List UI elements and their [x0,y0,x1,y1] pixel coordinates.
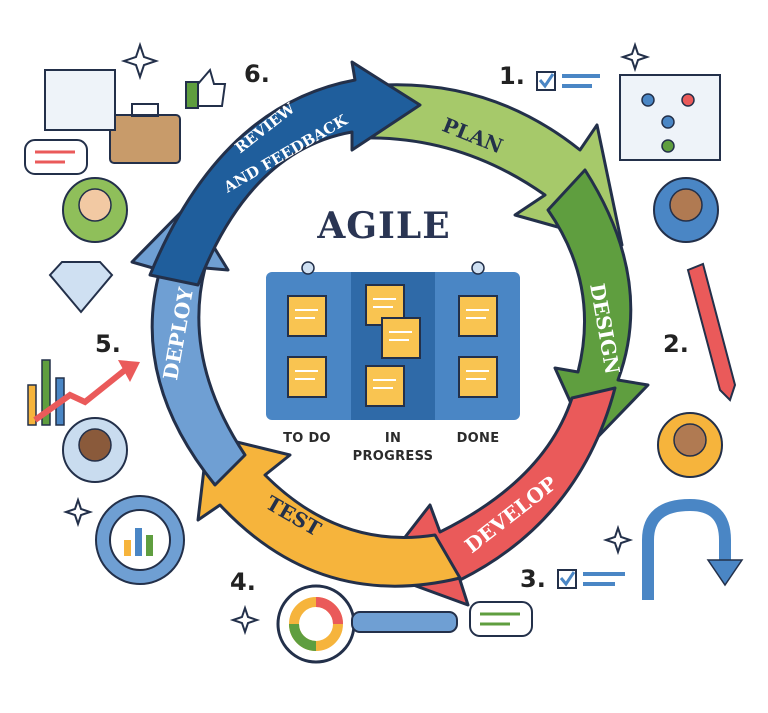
growth-chart-icon [27,359,140,426]
avatar [62,417,128,483]
review-arrow [148,60,422,287]
chat-bubble-icon [469,601,533,637]
step-number-4: 4. [230,568,256,596]
step-number-6: 6. [244,60,270,88]
checklist-icon [557,569,625,589]
test-arrow [196,433,462,588]
chat-bubble-icon [24,139,88,175]
pencil-icon [686,262,737,402]
design-arrow [546,168,650,447]
briefcase-icon [109,103,181,164]
step-number-1: 1. [499,62,525,90]
document-icon [44,69,116,131]
step-number-5: 5. [95,330,121,358]
checklist-icon [536,71,600,91]
thumbs-up-icon [185,67,227,109]
board-column-done: DONE [456,431,500,446]
step-number-2: 2. [663,330,689,358]
board-column-todo: TO DO [283,431,331,446]
board-column-in-progress-line2: PROGRESS [352,449,434,464]
map-icon [619,74,721,161]
board-column-in-progress-line1: IN [384,431,402,446]
avatar [653,177,719,243]
avatar [657,412,723,478]
gear-icon [95,495,185,585]
diamond-icon [48,261,114,314]
sparkle-icon [62,41,651,636]
kanban-board [266,261,520,420]
diagram-title: AGILE [317,205,451,247]
step-number-3: 3. [520,565,546,593]
magnifier-icon [276,584,458,664]
avatar [62,177,128,243]
u-turn-arrow-icon [642,498,744,600]
sticky-note [287,284,498,407]
